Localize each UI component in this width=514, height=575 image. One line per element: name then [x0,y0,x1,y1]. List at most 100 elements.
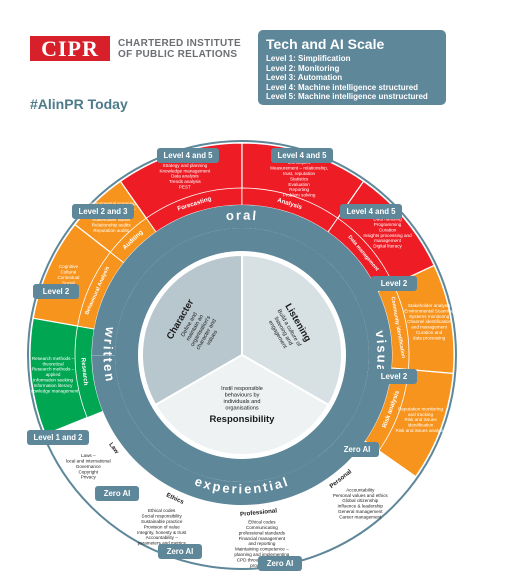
segment-item: PEST [179,185,191,190]
level-label-l12: Level 1 and 2 [27,430,89,445]
segment-item: Integrity, honesty & trust [137,530,187,535]
segment-item: professional standards [239,530,286,535]
level-label-text: Level 2 [43,287,70,296]
level-label-l45b: Level 4 and 5 [271,148,333,163]
segment-item: Problem solving [283,193,316,198]
segment-item: and reporting [248,541,276,546]
segment-analysis: AnalysisApplied analysis –methodologies … [241,142,365,233]
segment-item: Financial management [239,536,286,541]
org-name-line1: CHARTERED INSTITUTE [118,38,241,49]
level-label-text: Level 2 and 3 [79,207,129,216]
level-label-l45c: Level 4 and 5 [340,204,402,219]
segment-item: Cognitive [59,264,79,269]
segment-behavioural-analysis: Behavioural AnalysisCognitiveCulturalCon… [32,223,125,330]
segment-item: Sustainable practice [141,519,183,524]
level-label-text: Level 4 and 5 [164,151,214,160]
level-label-text: Zero AI [167,547,194,556]
level-label-bg [340,204,402,219]
segment-item: Career management [339,514,382,519]
segment-item: Measurement – relationship, [270,166,328,171]
segment-item: Communicating [246,525,278,530]
scale-level-2: Level 2: Monitoring [266,63,340,73]
segment-item: Trends analysis [169,179,202,184]
channel-label-written: written [100,325,118,384]
segment-item: Stakeholder analysis [408,303,451,308]
segment-name: Research [79,357,89,386]
character-text: Define andmaintain anorganisation'schara… [178,308,223,354]
level-label-l2a: Level 2 [33,284,79,299]
segment-item: parameters and metrics [138,541,187,546]
scale-level-4: Level 4: Machine intelligence structured [266,82,419,92]
channel-label-visual: visual [372,329,389,380]
segment-item: theoretical [42,361,63,366]
segment-item: Provision of value [144,524,181,529]
segment-item: Maintaining competence – [235,547,289,552]
segment-item: Reputation audits [93,228,129,233]
level-label-text: Zero AI [104,489,131,498]
segment-item: Relationship audits [92,222,132,227]
level-label-bg [335,442,379,457]
segment-item: Evaluation [288,182,310,187]
segment-item: Data handling [373,217,402,222]
segment-item: Environmental Scanning [404,308,454,313]
level-label-l2b: Level 2 [371,276,417,291]
segment-item: Knowledge management [159,168,211,173]
level-label-l23: Level 2 and 3 [72,204,134,219]
segment-item: Programming [374,222,402,227]
segment-item: Risk and issues analysis [396,428,447,433]
level-label-bg [371,276,417,291]
level-label-bg [371,369,417,384]
level-label-z3: Zero AI [158,544,202,559]
level-label-l45a: Level 4 and 5 [157,148,219,163]
level-label-bg [258,556,302,571]
segment-item: General management [338,509,383,514]
responsibility-title: Responsibility [210,414,276,425]
segment-item: Channel identification [407,319,451,324]
level-label-z4: Zero AI [258,556,302,571]
level-label-bg [72,204,134,219]
segment-item: Data analysis [171,174,199,179]
scale-title: Tech and AI Scale [266,36,385,52]
hashtag: #AlinPR Today [30,96,128,112]
segment-item: Research methods – [32,356,75,361]
scale-level-3: Level 3: Automation [266,73,343,82]
responsibility-sector [154,353,330,456]
segment-item: Curation [379,227,397,232]
segment-item: Accountability – [146,535,179,540]
level-label-text: Level 4 and 5 [347,207,397,216]
level-label-text: Level 1 and 2 [34,433,84,442]
channel-label-oral: oral [225,208,258,224]
segment-item: Statistics [290,176,309,181]
segment-item: Influence & leadership [338,504,384,509]
level-label-l2c: Level 2 [371,369,417,384]
level-label-text: Level 2 [381,372,408,381]
segment-item: Copyright [78,469,98,474]
segment-item: Contextual [57,275,79,280]
scale-level-5: Level 5: Machine intelligence unstructur… [266,92,428,101]
segment-item: Laws – [81,453,96,458]
segment-item: Research methods – [32,367,75,372]
segment-forecasting: ForecastingEnvironmental scanningStrateg… [119,142,243,233]
segment-item: planning and implementing [234,552,289,557]
segment-item: and management [411,325,447,330]
header: CIPR CHARTERED INSTITUTE OF PUBLIC RELAT… [0,0,514,120]
character-sector [141,253,243,407]
level-label-bg [27,430,89,445]
segment-item: Strategy and planning [163,163,208,168]
level-label-bg [95,486,139,501]
segment-item: Stakeholder audits [92,217,131,222]
segment-item: trust, reputation [283,171,315,176]
segment-item: local and international [66,458,111,463]
level-label-bg [33,284,79,299]
